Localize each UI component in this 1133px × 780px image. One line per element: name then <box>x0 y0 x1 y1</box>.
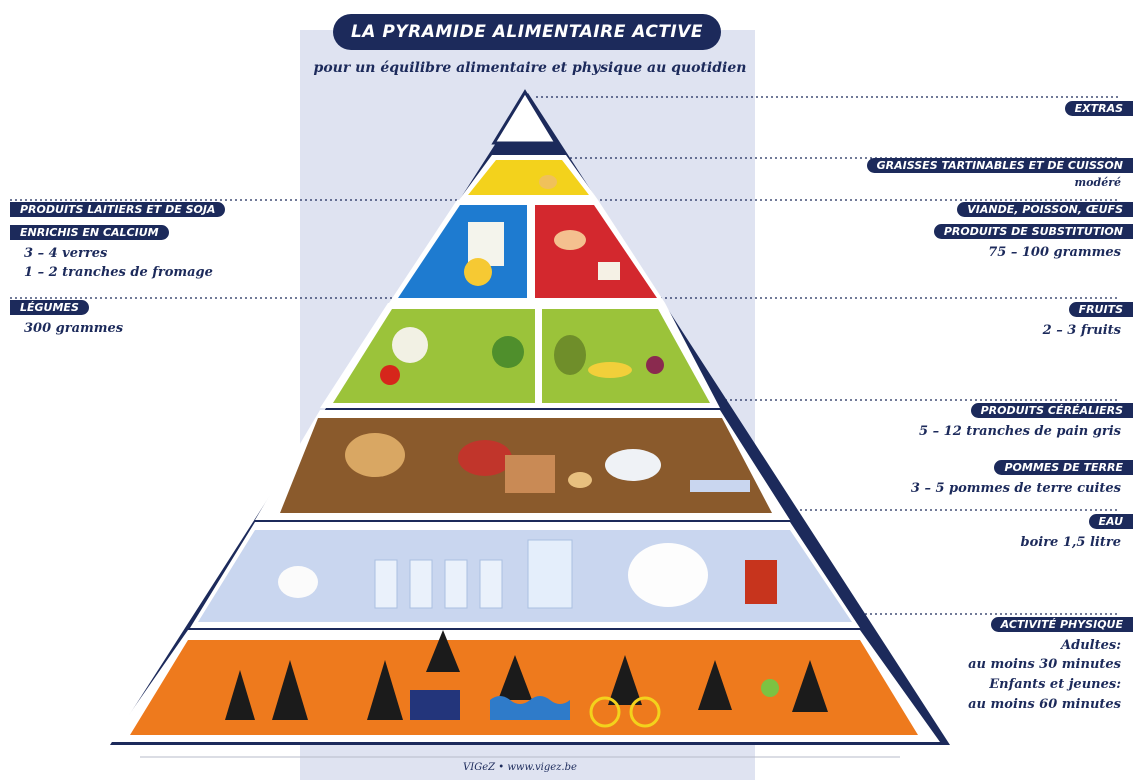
dairy-title-label: PRODUITS LAITIERS ET DE SOJA <box>10 202 226 217</box>
teapot-item <box>628 543 708 607</box>
dairy-line1: 3 – 4 verres <box>24 246 108 261</box>
stairs-item <box>410 690 460 720</box>
rice-bowl-item <box>605 449 661 481</box>
activity-title-label: ACTIVITÉ PHYSIQUE <box>990 617 1133 632</box>
dairy-line2: 1 – 2 tranches de fromage <box>24 265 213 280</box>
fats-line1: modéré <box>1074 176 1121 189</box>
bike-wheel-back <box>629 696 661 728</box>
meat-title-label: VIANDE, POISSON, ŒUFS <box>957 202 1133 217</box>
activity-line1: Adultes: <box>1061 638 1121 653</box>
potato-title-label: POMMES DE TERRE <box>994 460 1133 475</box>
jug-item <box>527 539 573 609</box>
pasta-item <box>690 480 750 492</box>
fats-title-label: GRAISSES TARTINABLES ET DE CUISSON <box>866 158 1133 173</box>
water-line1: boire 1,5 litre <box>1020 535 1122 550</box>
extras-triangle <box>491 89 559 145</box>
cheese-item <box>464 258 492 286</box>
cereal-bowl-item <box>458 440 512 476</box>
cereal-title-label: PRODUITS CÉRÉALIERS <box>970 403 1133 418</box>
banana-item <box>588 362 632 378</box>
dairy-section <box>398 205 527 298</box>
tomato-item <box>380 365 400 385</box>
bike-wheel-front <box>589 696 621 728</box>
glasses-item <box>374 559 503 609</box>
fruits-section <box>542 309 710 403</box>
coffee-cup-item <box>278 566 318 598</box>
plum-item <box>646 356 664 374</box>
activity-line3: Enfants et jeunes: <box>989 677 1121 692</box>
fat-item <box>539 175 557 189</box>
extras-title-label: EXTRAS <box>1064 101 1133 116</box>
cabbage-item <box>492 336 524 368</box>
page-subtitle: pour un équilibre alimentaire et physiqu… <box>313 60 747 76</box>
meat-sub-label: PRODUITS DE SUBSTITUTION <box>933 224 1133 239</box>
potato-item <box>568 472 592 488</box>
meat-line1: 75 – 100 grammes <box>988 245 1121 260</box>
water-title-label: EAU <box>1088 514 1133 529</box>
crackers-item <box>505 455 555 493</box>
tea-glass-item <box>745 560 777 604</box>
tofu-item <box>598 262 620 280</box>
fruits-title-label: FRUITS <box>1068 302 1133 317</box>
footer-credit: VIGeZ • www.vigez.be <box>463 762 577 773</box>
tennis-ball-item <box>761 679 779 697</box>
fats-band <box>468 160 589 195</box>
dairy-sub-label: ENRICHIS EN CALCIUM <box>10 225 169 240</box>
veg-line1: 300 grammes <box>24 321 124 336</box>
pear-item <box>554 335 586 375</box>
fruits-line1: 2 – 3 fruits <box>1042 323 1121 338</box>
activity-figures <box>225 630 828 720</box>
cauliflower-item <box>392 327 428 363</box>
activity-line2: au moins 30 minutes <box>968 657 1121 672</box>
bread-item <box>345 433 405 477</box>
fish-item <box>554 230 586 250</box>
page-title: LA PYRAMIDE ALIMENTAIRE ACTIVE <box>333 14 721 50</box>
meat-section <box>535 205 657 298</box>
activity-line4: au moins 60 minutes <box>968 697 1121 712</box>
potato-line1: 3 – 5 pommes de terre cuites <box>910 481 1121 496</box>
leader-lines <box>10 96 1120 615</box>
cereal-line1: 5 – 12 tranches de pain gris <box>919 424 1121 439</box>
swim-water-item <box>490 696 570 720</box>
veg-title-label: LÉGUMES <box>10 300 89 315</box>
